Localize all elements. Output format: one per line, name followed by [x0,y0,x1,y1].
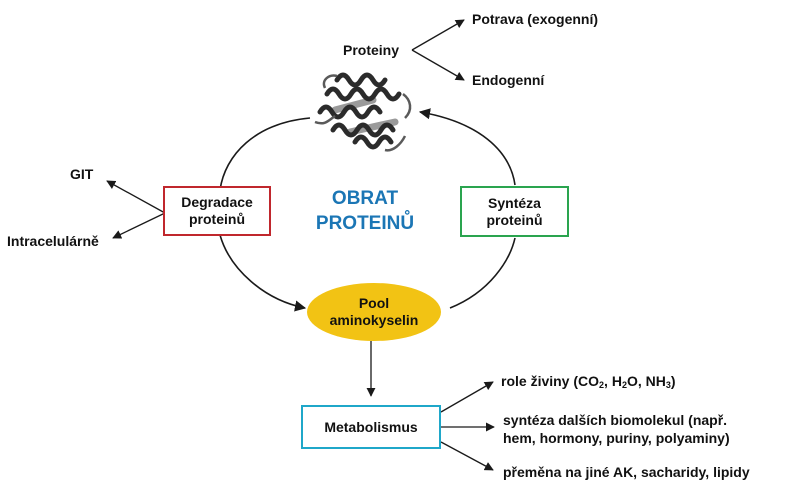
metabolism-label: Metabolismus [324,418,418,435]
cycle-arc-top-right [418,108,516,186]
cycle-arc-top-left [219,117,311,191]
arrow-to-role [440,381,494,413]
synthesis-line1: Syntéza [488,194,541,211]
conversion-label: přeměna na jiné AK, sacharidy, lipidy [503,464,750,480]
arrow-to-premena [440,441,494,471]
source-endogenous-label: Endogenní [472,72,545,88]
arrow-to-git [106,180,166,214]
center-title-line1: OBRAT [331,188,399,209]
synthesis-box: Syntéza proteinů [460,186,569,237]
degradation-line2: proteinů [189,211,245,227]
cycle-arc-bottom-left [219,234,307,312]
biomolecule-synthesis-line1: syntéza dalších biomolekul (např. [503,412,728,428]
protein-structure-icon [314,72,412,152]
synthesis-line2: proteinů [486,211,543,228]
pool-ellipse [307,283,441,341]
biomolecule-synthesis-line2: hem, hormony, puriny, polyaminy) [503,430,730,446]
arrow-to-endogenni [411,49,465,81]
intracellular-label: Intracelulárně [7,233,99,249]
metabolism-box: Metabolismus [301,405,441,449]
source-food-label: Potrava (exogenní) [472,11,599,27]
cycle-arc-bottom-right [449,237,516,309]
nutrient-role-label: role živiny (CO2, H2O, NH3) [501,373,676,390]
git-label: GIT [70,166,94,182]
pool-line2: aminokyselin [329,312,419,328]
arrow-to-intracelularne [112,212,166,239]
degradation-box: Degradace proteinů [163,186,271,236]
center-title-line2: PROTEINŮ [315,213,415,234]
pool-line1: Pool [358,295,390,311]
pool-label: Pool aminokyselin [307,284,441,340]
center-title: OBRAT PROTEINŮ [300,186,430,236]
arrow-to-potrava [411,19,465,51]
proteins-label: Proteiny [343,42,400,58]
degradation-line1: Degradace [181,194,253,210]
